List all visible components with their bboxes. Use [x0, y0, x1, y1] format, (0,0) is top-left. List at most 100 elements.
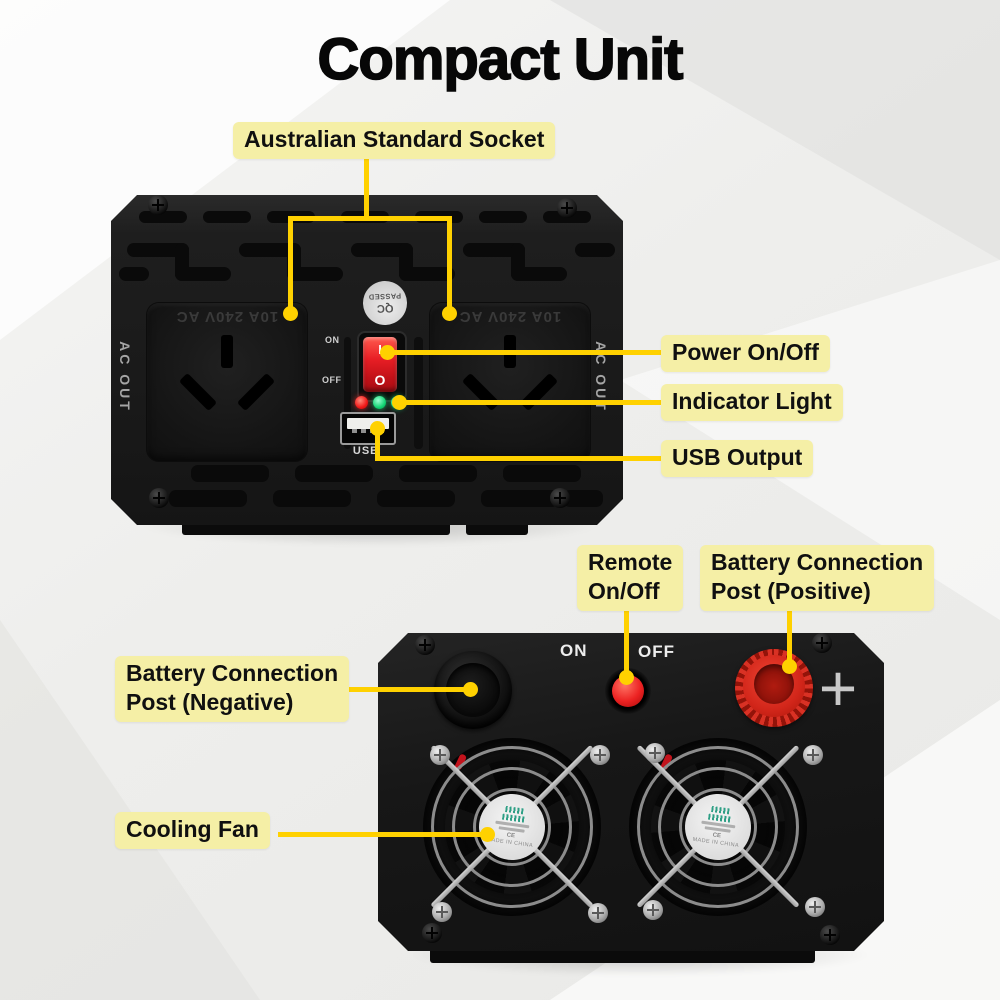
- callout-line-socket: [288, 216, 293, 313]
- callout-line-negative: [330, 687, 470, 692]
- fan-model-line: [498, 826, 525, 834]
- callout-dot: [442, 306, 457, 321]
- inverter-ac-panel: AC OUT AC OUT 10A 240V AC 10A 240V AC QC…: [111, 195, 623, 525]
- switch-o-symbol: O: [374, 372, 386, 388]
- callout-line-socket: [288, 216, 452, 221]
- socket-pin-slot: [461, 372, 501, 412]
- fan-screw: [645, 743, 665, 763]
- socket-pin-slot: [236, 372, 276, 412]
- callout-dot: [283, 306, 298, 321]
- vent-slot: [575, 243, 615, 257]
- corner-screw: [422, 923, 442, 943]
- panel-ridge: [344, 337, 351, 449]
- callout-line-usb: [375, 428, 380, 461]
- label-battery-positive: Battery Connection Post (Positive): [700, 545, 935, 611]
- corner-screw: [820, 925, 840, 945]
- corner-screw: [557, 198, 577, 218]
- label-line: Post (Negative): [126, 688, 294, 715]
- corner-screw: [415, 635, 435, 655]
- qc-passed-sticker: QC PASSED: [362, 280, 408, 326]
- label-line: Post (Positive): [711, 577, 871, 604]
- fan-screw: [803, 745, 823, 765]
- cooling-fan-right: CE MADE IN CHINA: [629, 738, 807, 916]
- ac-socket-right: 10A 240V AC: [430, 303, 590, 461]
- fan-screw: [805, 897, 825, 917]
- qc-sticker-text: PASSED: [368, 291, 402, 303]
- vent-slot: [377, 490, 455, 507]
- fan-brand-emblem: [711, 806, 730, 815]
- label-line: On/Off: [588, 577, 660, 604]
- indicator-led-red: [355, 396, 368, 409]
- vent-slot: [191, 465, 269, 482]
- fan-screw: [430, 745, 450, 765]
- callout-dot: [380, 345, 395, 360]
- fan-screw: [432, 902, 452, 922]
- callout-dot: [619, 670, 634, 685]
- switch-on-label: ON: [325, 335, 340, 345]
- vent-slot: [203, 211, 251, 223]
- callout-line-socket: [364, 156, 369, 221]
- label-power-on-off: Power On/Off: [661, 335, 830, 372]
- vent-slot-maze: [351, 243, 455, 281]
- fan-screw: [643, 900, 663, 920]
- vent-slot: [295, 465, 373, 482]
- callout-line-remote: [624, 608, 629, 678]
- label-indicator-light: Indicator Light: [661, 384, 843, 421]
- made-in-china-text: MADE IN CHINA: [486, 836, 534, 850]
- usb-port: [340, 412, 396, 445]
- callout-dot: [370, 421, 385, 436]
- vent-slot-maze: [127, 243, 231, 281]
- label-remote-on-off: Remote On/Off: [577, 545, 684, 611]
- fan-screw: [590, 745, 610, 765]
- callout-dot: [392, 395, 407, 410]
- label-usb-output: USB Output: [661, 440, 814, 477]
- callout-line-power: [385, 350, 661, 355]
- socket-pin-slot: [519, 372, 559, 412]
- corner-screw: [149, 488, 169, 508]
- vent-slot: [563, 490, 603, 507]
- vent-slot-maze: [463, 243, 567, 281]
- fan-guard-ring: [473, 788, 551, 866]
- remote-off-engraving: OFF: [638, 642, 675, 661]
- fan-brand-emblem: [505, 806, 524, 815]
- socket-earth-slot: [221, 335, 233, 368]
- callout-line-usb: [375, 456, 661, 461]
- label-australian-socket: Australian Standard Socket: [233, 122, 556, 159]
- callout-dot: [463, 682, 478, 697]
- vent-slot: [479, 211, 527, 223]
- label-battery-negative: Battery Connection Post (Negative): [115, 656, 350, 722]
- power-switch-rocker: I O: [363, 337, 397, 392]
- vent-slot: [273, 490, 351, 507]
- callout-line-indicator: [399, 400, 661, 405]
- remote-on-engraving: ON: [560, 641, 588, 660]
- corner-screw: [550, 488, 570, 508]
- qc-sticker-text: QC: [376, 301, 394, 314]
- corner-screw: [812, 633, 832, 653]
- vent-slot: [169, 490, 247, 507]
- callout-dot: [480, 827, 495, 842]
- label-line: Battery Connection: [126, 660, 339, 686]
- callout-line-socket: [447, 216, 452, 313]
- corner-screw: [148, 195, 168, 215]
- vent-slot: [399, 465, 477, 482]
- vent-slot: [503, 465, 581, 482]
- label-cooling-fan: Cooling Fan: [115, 812, 270, 849]
- socket-pin-slot: [178, 372, 218, 412]
- callout-line-positive: [787, 608, 792, 667]
- switch-off-label: OFF: [322, 375, 342, 385]
- page-title: Compact Unit: [317, 26, 685, 93]
- made-in-china-text: MADE IN CHINA: [692, 836, 740, 850]
- fan-screw: [588, 903, 608, 923]
- ac-socket-left: 10A 240V AC: [147, 303, 307, 461]
- usb-engraving: USB: [352, 445, 380, 457]
- callout-line-fan: [278, 832, 488, 837]
- ac-out-engraving-left: AC OUT: [117, 341, 133, 413]
- power-switch: I O: [357, 331, 407, 402]
- ce-mark: CE: [506, 832, 516, 840]
- label-line: Battery Connection: [711, 549, 924, 575]
- callout-dot: [782, 659, 797, 674]
- cooling-fan-left: CE MADE IN CHINA: [423, 738, 601, 916]
- positive-symbol-engraving: +: [818, 651, 858, 725]
- ac-out-engraving-right: AC OUT: [593, 341, 609, 413]
